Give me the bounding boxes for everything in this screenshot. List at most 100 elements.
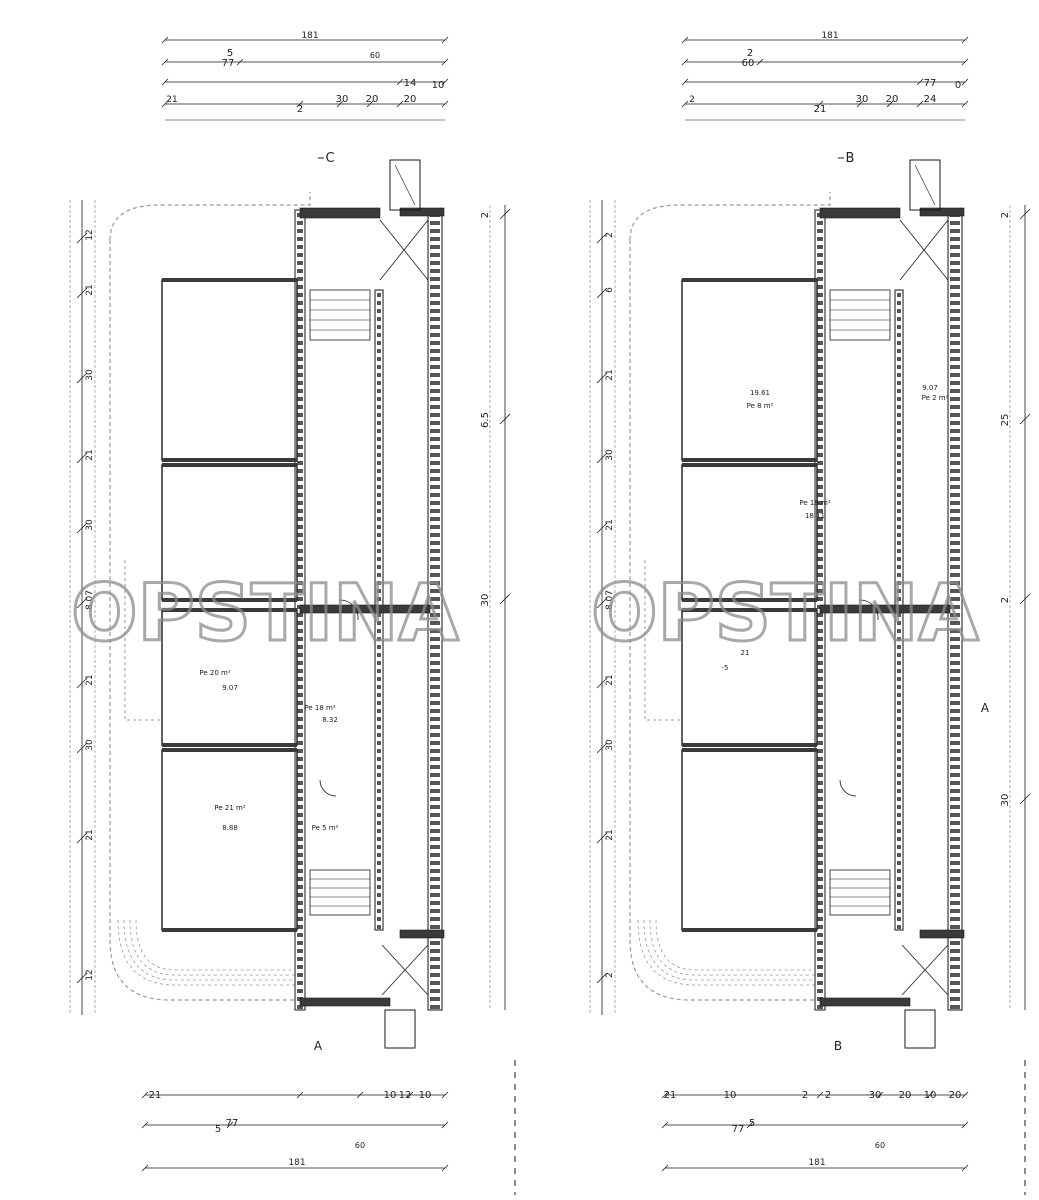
wall-hatch-block [950,245,960,249]
dimension-tick [141,1091,149,1099]
dim-label: 30 [856,94,869,105]
wall-hatch-block [430,293,440,297]
wall-hatch-block [430,557,440,561]
room-label: 9.07 [922,384,938,392]
dim-label: 12 [399,1090,412,1101]
wall-hatch-block [817,645,823,649]
wall-hatch-block [950,461,960,465]
dim-label: 2 [297,104,303,115]
wall-hatch-block [430,461,440,465]
dim-label: 10 [724,1090,737,1101]
wall-hatch-block [817,277,823,281]
dimension-tick [441,1164,449,1172]
room-label: Pe 20 m² [199,669,230,677]
wall-hatch-block [430,469,440,473]
watermark-text: OPSTINA [591,569,979,659]
door-swing [859,599,879,621]
room-1 [161,278,298,462]
wall-hatch-block [430,269,440,273]
wall-hatch-block [897,469,901,473]
wall-hatch-block [817,821,823,825]
wall-hatch-block [297,301,303,305]
wall-hatch-block [297,717,303,721]
wall-hatch-block [950,421,960,425]
wall-hatch-block [950,405,960,409]
wall-hatch-block [297,445,303,449]
wall-hatch-block [430,533,440,537]
wall-hatch-block [950,997,960,1001]
section-marker-top: C [325,151,334,166]
dim-tick [596,677,608,689]
wall-hatch-block [377,789,381,793]
dim-chain-bottom-3 [141,1164,449,1172]
wall-hatch-block [950,685,960,689]
wall-hatch-block [297,597,303,601]
wall-hatch-block [430,453,440,457]
wall-hatch-block [817,693,823,697]
wall-hatch-block [817,933,823,937]
opening-diagonal [379,219,429,281]
dim-tick [76,742,88,754]
wall-hatch-block [430,797,440,801]
wall-hatch-block [817,461,823,465]
wall-hatch-block [297,989,303,993]
wall-hatch-block [377,597,381,601]
wall-hatch-block [377,357,381,361]
wall-hatch-block [950,813,960,817]
wall-hatch-block [430,701,440,705]
wall-hatch-block [430,573,440,577]
wall-hatch-block [897,301,901,305]
dimension-tick [296,100,304,108]
wall-hatch-block [817,701,823,705]
dim-tick [76,972,88,984]
wall-hatch-block [377,645,381,649]
wall-hatch-block [297,941,303,945]
dimension-tick [876,1091,884,1099]
wall-hatch-block [377,893,381,897]
wall-hatch-block [950,965,960,969]
wall-hatch-block [817,661,823,665]
wall-hatch-block [817,349,823,353]
dim-label: 14 [404,78,417,89]
terrace-outline [109,192,311,1001]
dim-label: 30 [605,739,615,751]
wall-hatch-block [897,461,901,465]
wall-hatch-block [297,1005,303,1009]
dimension-tick [681,36,689,44]
wall-hatch-block [297,829,303,833]
dim-label: 2 [1000,597,1011,603]
wall-hatch-block [430,517,440,521]
watermark-text: OPSTINA [71,569,459,659]
dim-tick [76,832,88,844]
wall-hatch-block [897,357,901,361]
wall-hatch-block [817,981,823,985]
wall-hatch-block [817,853,823,857]
wall-hatch-block [897,845,901,849]
dimension-tick [961,36,969,44]
dim-label: 21 [85,284,95,295]
terrace-dashed-edge [109,192,311,241]
wall-hatch-block [430,357,440,361]
wall-hatch-block [950,885,960,889]
wall-hatch-block [430,381,440,385]
wall-hatch-block [430,229,440,233]
wall-hatch-block [950,621,960,625]
dim-label: 21 [605,369,615,380]
wall-hatch-block [817,405,823,409]
wall-hatch-block [817,677,823,681]
wall-hatch-block [897,725,901,729]
wall-hatch-block [897,629,901,633]
wall-hatch-block [950,445,960,449]
wall-hatch-block [817,637,823,641]
dim-label: 181 [288,1158,305,1168]
dim-label: 20 [886,94,899,105]
wall-hatch-block [297,901,303,905]
wall-hatch-block [950,565,960,569]
wall-hatch-block [377,765,381,769]
wall-hatch-block [377,325,381,329]
dim-chain-top-2 [681,58,969,66]
wall-hatch-block [297,669,303,673]
dimension-tick [161,78,169,86]
room-label: Pe 5 m² [312,824,339,832]
